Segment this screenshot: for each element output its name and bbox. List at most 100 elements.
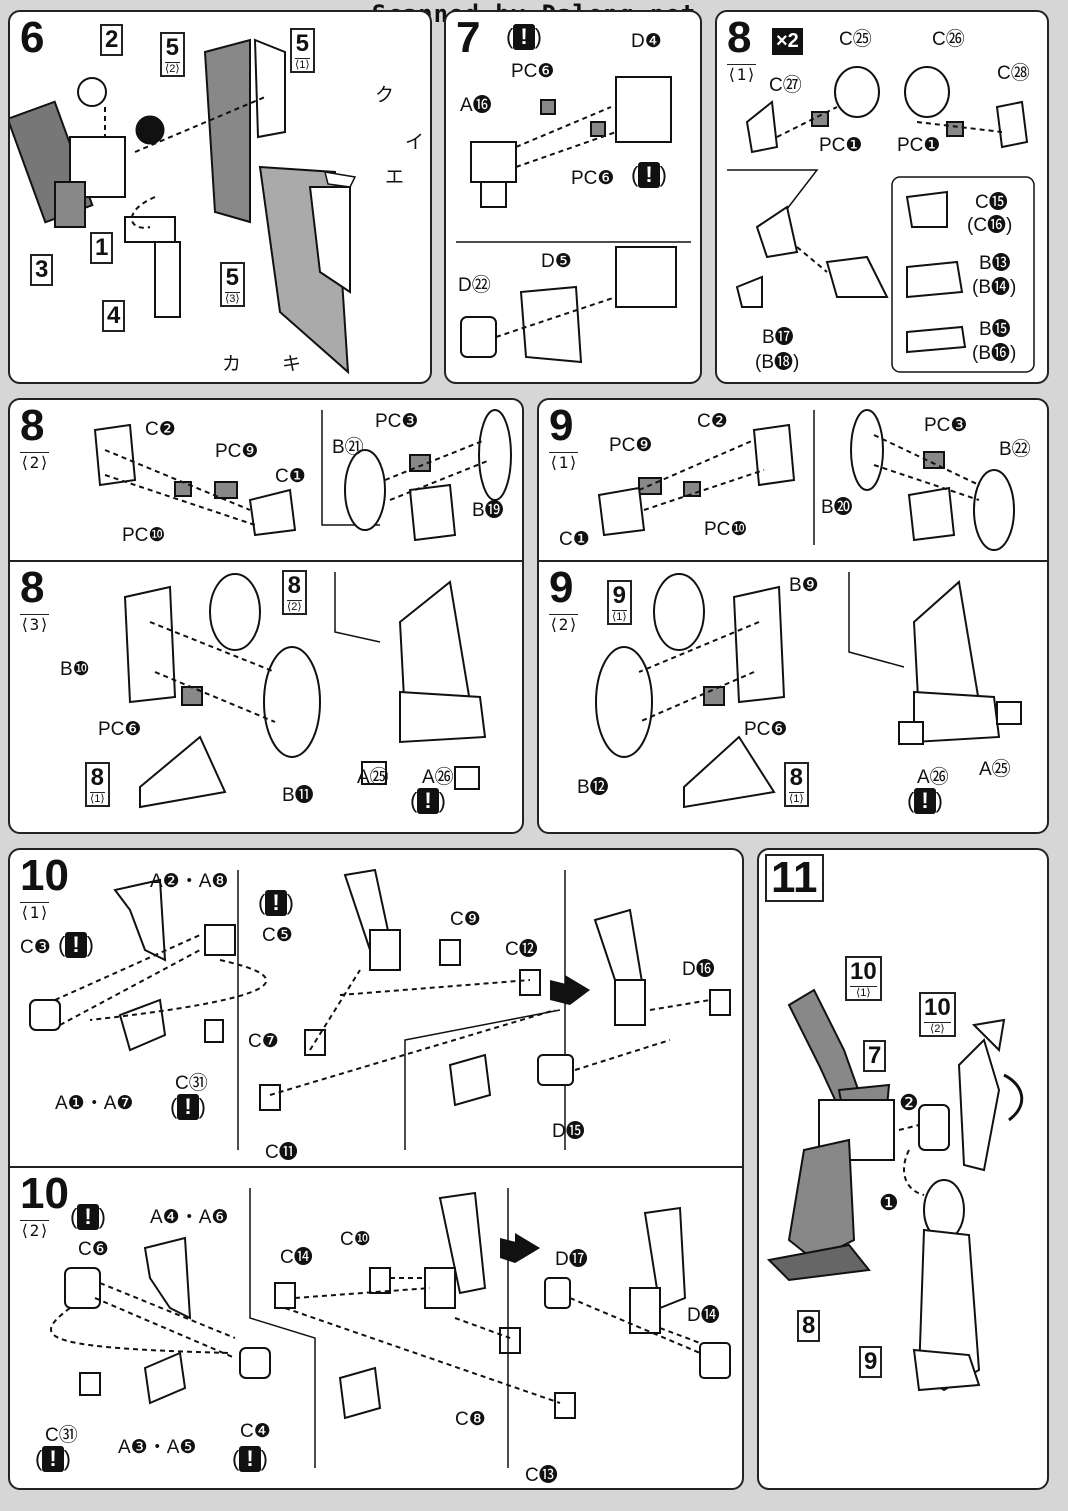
substep-label: ⟨1⟩: [549, 452, 578, 472]
step-9-2-panel: 9 ⟨2⟩ 9⟨1⟩ 8⟨1⟩ B❾ PC❻ B⓬ A㉖ A㉕ (!): [537, 560, 1049, 834]
part-label: (B⓰): [972, 343, 1017, 364]
order-marker-1: ❶: [879, 1190, 899, 1215]
part-label: B㉑: [332, 437, 364, 458]
part-label: C❷: [145, 419, 176, 440]
part-label: D❹: [631, 31, 662, 52]
part-label: PC❿: [704, 519, 748, 540]
ref-num: 8: [287, 572, 302, 599]
part-label: C⓫: [265, 1142, 298, 1163]
part-label: PC❾: [215, 441, 259, 462]
ref-num: 5: [295, 30, 310, 57]
caution-note: (!): [232, 1446, 268, 1472]
part-label: C❺: [262, 925, 293, 946]
ref-num: 5: [165, 34, 180, 61]
part-label: A⓰: [460, 95, 492, 116]
part-label: PC❻: [571, 168, 615, 189]
part-label: C㉗: [769, 75, 802, 96]
caution-note: (!): [907, 788, 943, 814]
ref-part-5-a: 5⟨2⟩: [160, 32, 185, 77]
caution-icon: !: [513, 24, 535, 50]
step-number: 11: [765, 854, 824, 902]
part-label: D㉒: [458, 275, 491, 296]
step-11-panel: 11 10⟨1⟩ 10⟨2⟩ 7 8 9 ❷ ❶: [757, 848, 1049, 1490]
ref-part-3: 3: [30, 254, 54, 286]
ref-part-9: 9: [859, 1346, 883, 1378]
part-label: C㉘: [997, 63, 1030, 84]
step-7-illustration: [456, 76, 691, 364]
caution-icon: !: [42, 1446, 64, 1472]
caution-note: (!): [170, 1094, 206, 1120]
part-label: PC❻: [511, 61, 555, 82]
step-number: 10: [16, 854, 73, 898]
part-label: C❼: [248, 1031, 279, 1052]
substep-label: ⟨2⟩: [20, 1220, 49, 1240]
ref-part-1: 1: [90, 232, 114, 264]
substep-label: ⟨1⟩: [20, 902, 49, 922]
part-label: B⓫: [282, 785, 314, 806]
part-label: A㉕: [979, 759, 1011, 780]
part-label: D⓰: [682, 959, 715, 980]
caution-icon: !: [417, 788, 439, 814]
part-label: PC❸: [375, 411, 419, 432]
part-label: A❷・A❽: [150, 871, 229, 892]
ref-num: 8: [90, 764, 105, 791]
step-number: 8: [16, 566, 49, 610]
part-label: (B⓲): [755, 352, 800, 373]
ref-part-4: 4: [102, 300, 126, 332]
part-label: A㉖: [422, 767, 454, 788]
ref-sub: ⟨1⟩: [295, 58, 310, 71]
part-label: B⓴: [821, 497, 853, 518]
substep-label: ⟨3⟩: [20, 614, 49, 634]
part-label: C❻: [78, 1239, 109, 1260]
part-label: C㉛: [45, 1425, 78, 1446]
part-label: B❾: [789, 575, 819, 596]
ref-step-9-1: 9⟨1⟩: [607, 580, 632, 625]
ref-sub: ⟨1⟩: [850, 986, 877, 999]
step-number: 8: [723, 16, 756, 60]
ref-sub: ⟨2⟩: [287, 600, 302, 613]
ref-step-10-2: 10⟨2⟩: [919, 992, 956, 1037]
ref-num: 5: [225, 264, 240, 291]
part-label: C⓯: [975, 192, 1008, 213]
part-label: C⓭: [525, 1465, 558, 1486]
part-label: D⓮: [687, 1305, 720, 1326]
step-8-1-panel: 8 ×2 ⟨1⟩ C㉕ C㉖ C㉗ C㉘ PC❶ PC❶ C⓯ (C⓰) B⓭ …: [715, 10, 1049, 384]
part-label: B⓳: [472, 500, 504, 521]
part-label: D⓱: [555, 1249, 588, 1270]
step-number: 9: [545, 404, 578, 448]
substep-label: ⟨1⟩: [727, 64, 756, 84]
ref-sub: ⟨1⟩: [90, 792, 105, 805]
step-number: 10: [16, 1172, 73, 1216]
step-number: 6: [16, 16, 49, 60]
ref-step-8-1: 8⟨1⟩: [784, 762, 809, 807]
part-label: A❶・A❼: [55, 1093, 134, 1114]
part-label: C❾: [450, 909, 481, 930]
part-label: PC❶: [897, 135, 941, 156]
step-8-2-illustration: [93, 409, 512, 542]
step-9-1-panel: 9 ⟨1⟩ C❷ PC❾ PC❸ B㉒ PC❿ B⓴ C❶: [537, 398, 1049, 566]
part-label: PC❿: [122, 525, 166, 546]
caution-icon: !: [914, 788, 936, 814]
caution-note: (!): [35, 1446, 71, 1472]
part-label: PC❶: [819, 135, 863, 156]
caution-note: (!): [506, 24, 542, 50]
part-label: C❿: [340, 1229, 371, 1250]
ref-sub: ⟨3⟩: [225, 292, 240, 305]
ref-part-5-b: 5⟨1⟩: [290, 28, 315, 73]
ref-sub: ⟨1⟩: [612, 610, 627, 623]
step-10-2-illustration: [50, 1188, 731, 1468]
part-label: A❸・A❺: [118, 1437, 197, 1458]
caution-icon: !: [177, 1094, 199, 1120]
ref-sub: ⟨2⟩: [165, 62, 180, 75]
seal-mark-ka: カ: [222, 354, 242, 375]
part-label: A❹・A❻: [150, 1207, 229, 1228]
part-label: PC❸: [924, 415, 968, 436]
ref-num: 10: [850, 958, 877, 985]
step-8-3-panel: 8 ⟨3⟩ 8⟨2⟩ 8⟨1⟩ B❿ PC❻ B⓫ A㉕ A㉖ (!): [8, 560, 524, 834]
ref-step-10-1: 10⟨1⟩: [845, 956, 882, 1001]
part-label: B⓬: [577, 777, 609, 798]
caution-note: (!): [410, 788, 446, 814]
ref-num: 9: [612, 582, 627, 609]
step-11-illustration: [766, 988, 1024, 1392]
order-marker-2: ❷: [899, 1090, 919, 1115]
